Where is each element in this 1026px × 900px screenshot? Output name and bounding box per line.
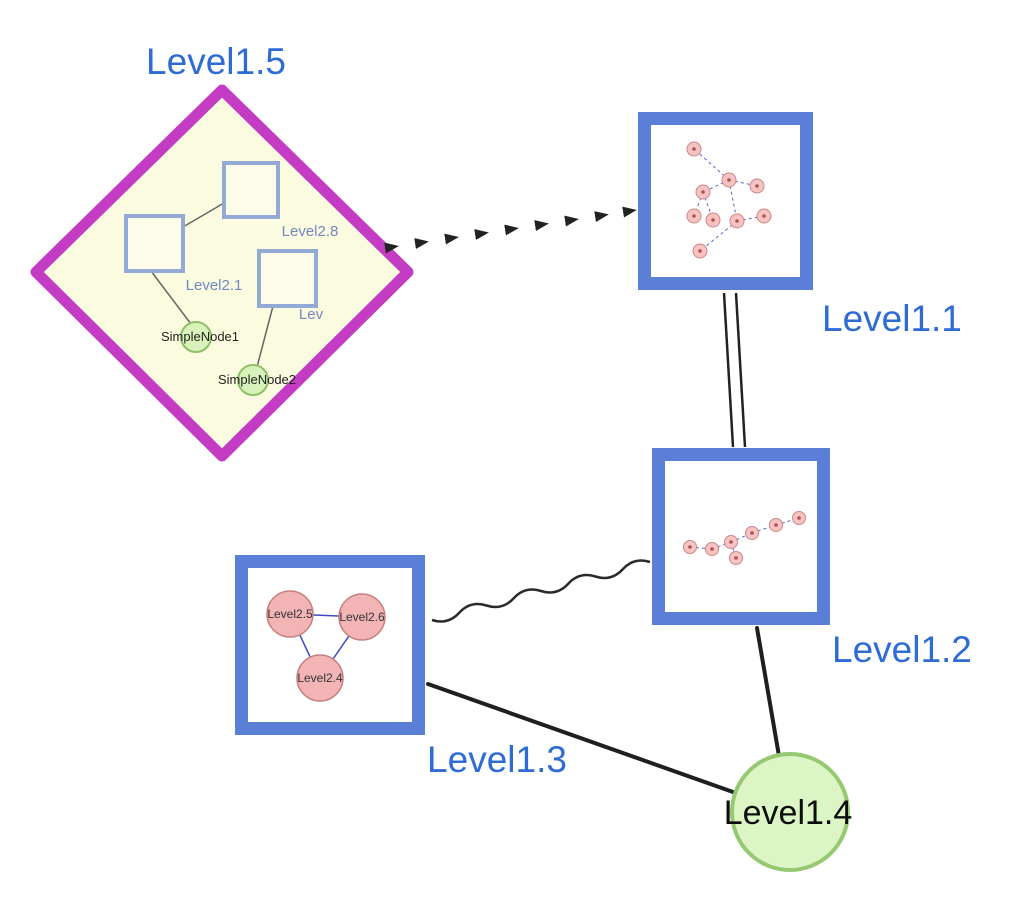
group-frame-level1-2[interactable] bbox=[652, 448, 830, 625]
node-level2-5[interactable] bbox=[266, 590, 314, 638]
edge-level1-5-to-level1-1-dashed-arrow[interactable] bbox=[384, 206, 637, 254]
label-level2-8: Level2.8 bbox=[282, 223, 339, 240]
mini-node[interactable] bbox=[724, 535, 738, 549]
mini-node[interactable] bbox=[692, 243, 708, 259]
group-frame-level1-3[interactable] bbox=[235, 555, 425, 735]
node-level1-4[interactable]: Level1.4 bbox=[724, 752, 853, 872]
edge-level1-3-level1-2-wavy[interactable] bbox=[431, 559, 651, 623]
mini-node[interactable] bbox=[683, 540, 697, 554]
label-level1-5: Level1.5 bbox=[146, 41, 286, 82]
group-frame-level1-1[interactable] bbox=[638, 112, 813, 290]
label-level1-2: Level1.2 bbox=[832, 629, 972, 670]
node-level2-6[interactable] bbox=[338, 593, 386, 641]
mini-node[interactable] bbox=[729, 551, 743, 565]
edge-level1-2-level1-4[interactable] bbox=[755, 626, 781, 758]
node-level2-4[interactable] bbox=[296, 654, 344, 702]
subgraph-level1-1 bbox=[686, 141, 772, 259]
node-lev[interactable] bbox=[257, 249, 318, 308]
edge-level1-3-level1-4[interactable] bbox=[426, 682, 735, 794]
mini-node[interactable] bbox=[745, 526, 759, 540]
label-level2-5: Level2.5 bbox=[267, 607, 313, 621]
edge-lev-simplenode2[interactable] bbox=[256, 305, 274, 368]
label-lev: Lev bbox=[299, 306, 324, 323]
node-simplenode1[interactable] bbox=[180, 321, 212, 353]
label-level1-3: Level1.3 bbox=[427, 739, 567, 780]
node-simplenode2[interactable] bbox=[237, 364, 269, 396]
mini-node[interactable] bbox=[792, 511, 806, 525]
node-level2-1[interactable] bbox=[124, 214, 185, 273]
diamond-shape[interactable] bbox=[30, 84, 414, 462]
edge-level2-1-simplenode1[interactable] bbox=[150, 270, 192, 325]
label-simplenode1: SimpleNode1 bbox=[161, 329, 239, 344]
label-level2-1: Level2.1 bbox=[186, 277, 243, 294]
label-simplenode2: SimpleNode2 bbox=[218, 372, 296, 387]
node-level1-1[interactable] bbox=[638, 112, 813, 290]
mini-node[interactable] bbox=[769, 518, 783, 532]
mini-node[interactable] bbox=[705, 542, 719, 556]
mini-node[interactable] bbox=[729, 213, 745, 229]
node-level1-3[interactable]: Level2.5 Level2.6 Level2.4 bbox=[235, 555, 425, 735]
mini-node[interactable] bbox=[686, 208, 702, 224]
mini-node[interactable] bbox=[749, 178, 765, 194]
mini-node[interactable] bbox=[695, 184, 711, 200]
mini-node[interactable] bbox=[705, 212, 721, 228]
node-level1-2[interactable] bbox=[652, 448, 830, 625]
label-level1-1: Level1.1 bbox=[822, 298, 962, 339]
edge-level2-8-level2-1[interactable] bbox=[182, 202, 225, 228]
subgraph-level1-3: Level2.5 Level2.6 Level2.4 bbox=[266, 590, 386, 702]
mini-node[interactable] bbox=[756, 208, 772, 224]
subgraph-level1-2 bbox=[683, 511, 806, 565]
node-level1-5[interactable]: Level2.8 Level2.1 Lev SimpleNode1 Simple… bbox=[30, 84, 414, 462]
label-level2-4: Level2.4 bbox=[297, 671, 343, 685]
circle-level1-4[interactable] bbox=[730, 752, 850, 872]
mini-node[interactable] bbox=[721, 172, 737, 188]
label-level1-4: Level1.4 bbox=[724, 794, 853, 832]
edge-level1-1-level1-2-double[interactable] bbox=[722, 292, 747, 448]
node-level2-8[interactable] bbox=[222, 161, 280, 219]
mini-node[interactable] bbox=[686, 141, 702, 157]
label-level2-6: Level2.6 bbox=[339, 610, 385, 624]
